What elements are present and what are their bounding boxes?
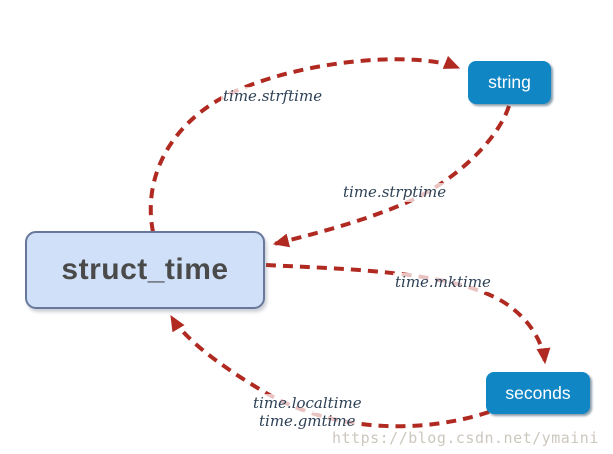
edge-strptime-path — [272, 105, 511, 248]
edge-localtime-gmtime-path — [169, 314, 490, 429]
watermark: https://blog.csdn.net/ymaini — [332, 429, 599, 447]
edge-label-localtime: time.localtime — [251, 394, 364, 413]
node-seconds-label: seconds — [505, 382, 571, 403]
edge-label-mktime: time.mktime — [393, 273, 493, 292]
node-string-label: string — [488, 72, 531, 92]
edge-label-gmtime: time.gmtime — [257, 412, 358, 431]
node-string: string — [468, 61, 551, 104]
node-struct-time-label: struct_time — [61, 253, 229, 286]
edge-strftime-path — [148, 55, 461, 233]
edge-label-strptime: time.strptime — [341, 183, 449, 202]
edge-label-strftime: time.strftime — [221, 87, 325, 106]
node-seconds: seconds — [486, 372, 590, 414]
node-struct-time: struct_time — [25, 231, 265, 309]
